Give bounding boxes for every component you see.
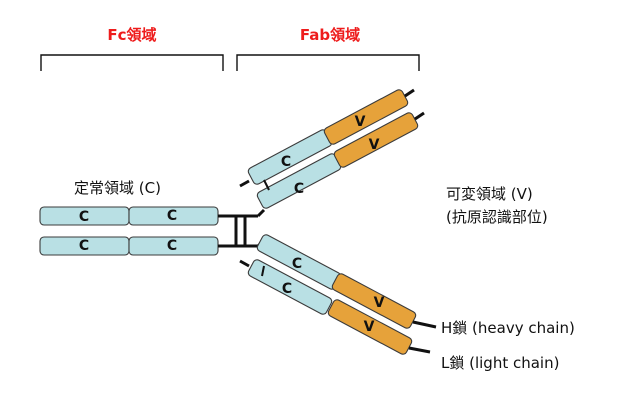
- hinge-region: [218, 208, 266, 248]
- lower-light-constant-domain: [247, 259, 333, 315]
- lower-fab-arm: C C V V: [239, 234, 437, 355]
- lower-light-variable-domain: [327, 299, 413, 355]
- fab-bracket: [236, 54, 420, 71]
- lower-heavy-c-label: C: [292, 256, 302, 272]
- upper-heavy-c-label: C: [294, 181, 304, 197]
- fc-bracket: [40, 54, 224, 71]
- fc-domain-label: C: [79, 238, 89, 254]
- upper-light-c-label: C: [281, 154, 291, 170]
- fc-stem: C C C C: [39, 206, 219, 256]
- upper-light-v-label: V: [355, 114, 366, 130]
- lower-heavy-variable-domain: [331, 273, 417, 329]
- variable-region-label: 可変領域 (V): [446, 185, 533, 203]
- light-chain-label: L鎖 (light chain): [441, 354, 559, 372]
- upper-light-variable-domain: [323, 89, 409, 145]
- lower-light-v-label: V: [364, 319, 375, 335]
- heavy-chain-label: H鎖 (heavy chain): [441, 319, 575, 337]
- fc-domain-label: C: [167, 208, 177, 224]
- constant-region-label: 定常領域 (C): [74, 179, 161, 197]
- upper-heavy-v-label: V: [369, 137, 380, 153]
- fc-region-title: Fc領域: [107, 26, 156, 44]
- upper-fab-arm: C C V V: [239, 88, 425, 209]
- fab-region-title: Fab領域: [300, 26, 360, 44]
- lower-light-c-label: C: [282, 281, 292, 297]
- fc-domain-label: C: [167, 238, 177, 254]
- antigen-recognition-label: (抗原認識部位): [446, 208, 548, 226]
- upper-heavy-variable-domain: [333, 112, 419, 168]
- fc-domain-label: C: [79, 209, 89, 225]
- lower-heavy-v-label: V: [374, 295, 385, 311]
